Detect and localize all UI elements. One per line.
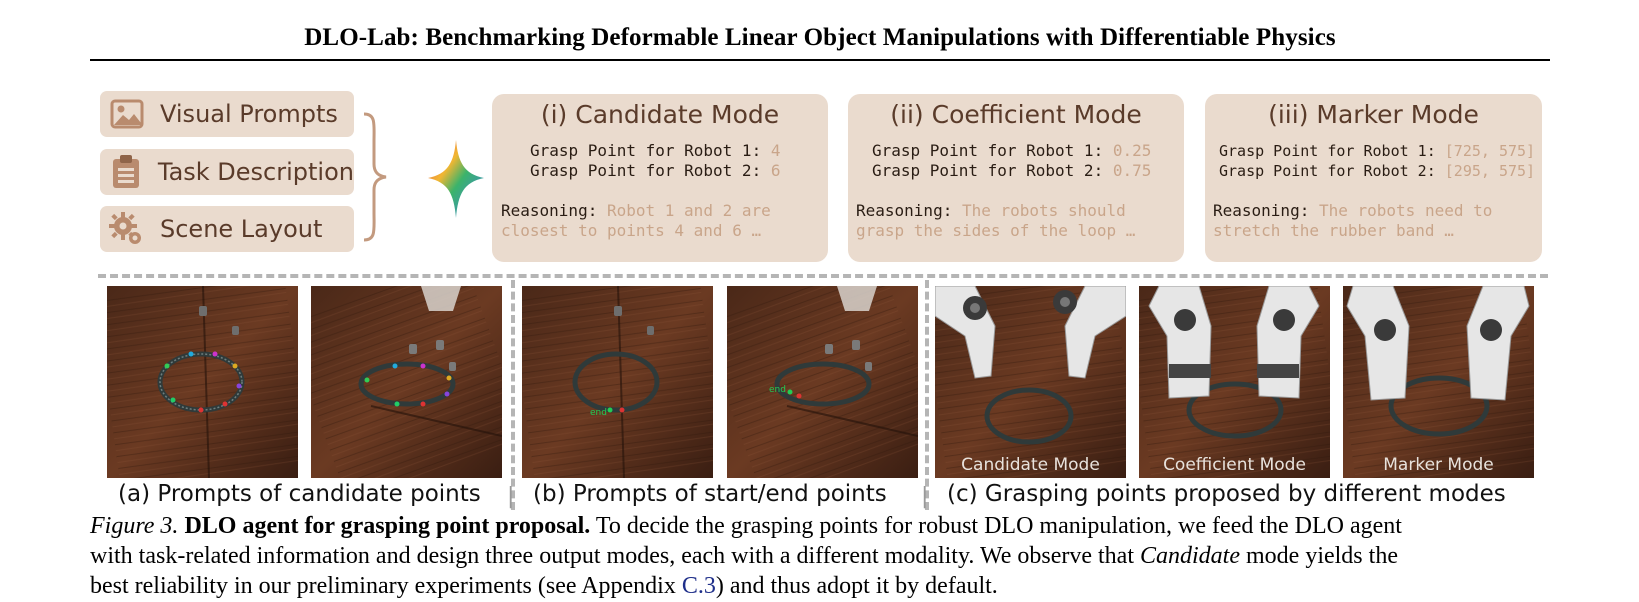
svg-text:end: end <box>769 385 786 395</box>
panel-caption-b: (b) Prompts of start/end points <box>533 481 887 507</box>
curly-brace-icon <box>363 112 387 242</box>
photo-caption: Candidate Mode <box>961 455 1100 475</box>
scene-photo-startend-perspective: end <box>727 286 918 478</box>
figure-label: Figure 3. <box>90 513 179 539</box>
scene-photo-candidate-perspective <box>311 286 502 478</box>
running-title: DLO-Lab: Benchmarking Deformable Linear … <box>304 24 1336 51</box>
grasp-line: Grasp Point for Robot 2: [295, 575] <box>1219 162 1536 180</box>
card-title: (i) Candidate Mode <box>540 100 780 129</box>
card-title: (iii) Marker Mode <box>1268 100 1479 129</box>
scene-photo-startend-top: end <box>522 286 713 478</box>
reasoning: Reasoning: Robot 1 and 2 are closest to … <box>501 201 771 240</box>
caption-bold: DLO agent for grasping point proposal. <box>184 513 591 539</box>
panel-caption-a: (a) Prompts of candidate points <box>118 481 481 507</box>
panel-caption-separator: | <box>507 484 515 509</box>
dashed-separator-horizontal <box>98 274 1548 278</box>
photo-caption: Coefficient Mode <box>1163 455 1306 475</box>
grasp-lines: Grasp Point for Robot 1: [725, 575] Gras… <box>1205 141 1542 181</box>
panel-caption-separator: | <box>921 484 929 509</box>
input-label: Task Description <box>157 158 354 186</box>
dashed-separator-vertical <box>511 280 515 510</box>
scene-photo-candidate-mode: Candidate Mode <box>935 286 1126 478</box>
input-scene-layout: Scene Layout <box>100 206 354 252</box>
input-visual-prompts: Visual Prompts <box>100 91 354 137</box>
gears-icon <box>108 210 146 248</box>
figure-caption: Figure 3. DLO agent for grasping point p… <box>90 511 1552 601</box>
clipboard-icon <box>108 153 144 191</box>
input-label: Visual Prompts <box>160 100 338 128</box>
reasoning: Reasoning: The robots should grasp the s… <box>856 201 1136 240</box>
card-title: (ii) Coefficient Mode <box>890 100 1142 129</box>
svg-text:end: end <box>590 408 607 418</box>
grasp-lines: Grasp Point for Robot 1: 4 Grasp Point f… <box>492 141 828 181</box>
reasoning: Reasoning: The robots need to stretch th… <box>1213 201 1493 240</box>
input-task-description: Task Description <box>100 149 354 195</box>
input-label: Scene Layout <box>160 215 323 243</box>
mode-card-marker: (iii) Marker Mode Grasp Point for Robot … <box>1205 94 1542 262</box>
dashed-separator-vertical <box>925 280 929 510</box>
mode-card-candidate: (i) Candidate Mode Grasp Point for Robot… <box>492 94 828 262</box>
caption-line: best reliability in our preliminary expe… <box>90 573 998 599</box>
grasp-line: Grasp Point for Robot 1: [725, 575] <box>1219 142 1536 160</box>
scene-photo-coefficient-mode: Coefficient Mode <box>1139 286 1330 478</box>
title-rule <box>90 59 1550 61</box>
mode-card-coefficient: (ii) Coefficient Mode Grasp Point for Ro… <box>848 94 1184 262</box>
scene-photo-marker-mode: Marker Mode <box>1343 286 1534 478</box>
appendix-link[interactable]: C.3 <box>681 573 716 599</box>
grasp-line: Grasp Point for Robot 2: 0.75 <box>872 161 1152 180</box>
scene-photo-candidate-top <box>107 286 298 478</box>
gemini-logo-icon <box>428 140 484 218</box>
grasp-line: Grasp Point for Robot 2: 6 <box>530 161 781 180</box>
caption-line: with task-related information and design… <box>90 543 1398 569</box>
panel-caption-c: (c) Grasping points proposed by differen… <box>947 481 1506 507</box>
photo-caption: Marker Mode <box>1383 455 1494 475</box>
grasp-line: Grasp Point for Robot 1: 4 <box>530 141 781 160</box>
image-icon <box>108 95 146 133</box>
caption-line: Figure 3. DLO agent for grasping point p… <box>90 513 1402 539</box>
grasp-lines: Grasp Point for Robot 1: 0.25 Grasp Poin… <box>848 141 1184 181</box>
grasp-line: Grasp Point for Robot 1: 0.25 <box>872 141 1152 160</box>
